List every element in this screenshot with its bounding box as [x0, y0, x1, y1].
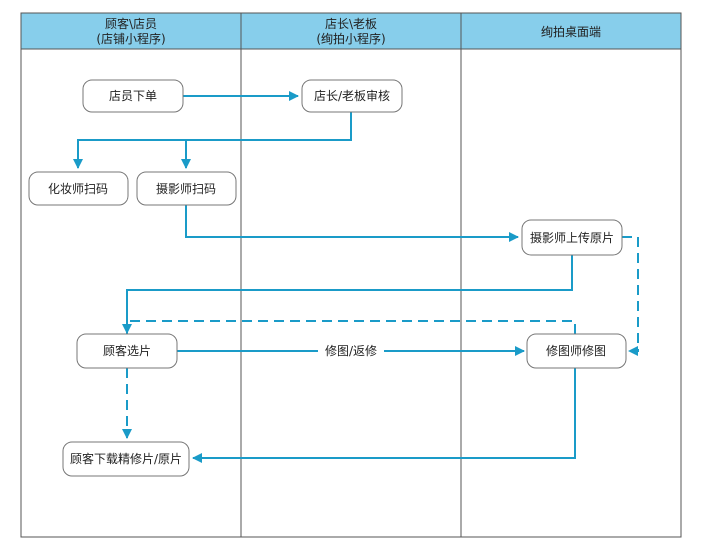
lane-header-bar — [21, 13, 681, 49]
node-makeup-scan-box — [28, 171, 129, 206]
node-order-box — [82, 79, 184, 113]
node-select: 顾客选片 — [103, 343, 151, 358]
node-download-box — [62, 441, 190, 477]
edge-label-bg — [318, 342, 384, 360]
edge-label-retouch: 修图/返修 — [325, 343, 377, 358]
node-retouch: 修图师修图 — [546, 343, 606, 358]
node-select-box — [76, 333, 178, 369]
node-photographer-scan-box — [136, 171, 237, 206]
edge-photographer-to-upload — [185, 205, 519, 242]
node-photographer-scan: 摄影师扫码 — [156, 181, 216, 196]
edge-upload-to-select — [122, 255, 573, 334]
lane-2-title: 店长\老板 — [325, 17, 377, 31]
node-makeup-scan: 化妆师扫码 — [48, 182, 108, 196]
edge-upload-to-retouch-dashed — [622, 236, 639, 356]
edge-retouch-to-select-dashed — [126, 320, 576, 334]
swimlane-frame — [20, 12, 682, 538]
node-download: 顾客下载精修片/原片 — [70, 451, 182, 466]
node-order: 店员下单 — [109, 89, 157, 103]
node-review: 店长/老板审核 — [314, 88, 390, 103]
node-upload-box — [521, 219, 623, 256]
node-upload: 摄影师上传原片 — [530, 230, 614, 245]
edge-review-to-makeup — [73, 112, 352, 169]
node-retouch-box — [526, 333, 627, 369]
edge-retouch-to-download — [192, 368, 576, 463]
lane-3-title: 绚拍桌面端 — [541, 24, 601, 39]
node-review-box — [301, 79, 403, 113]
lane-1-title: 顾客\店员 — [105, 16, 157, 31]
lane-1-subtitle: (店铺小程序) — [96, 31, 165, 46]
lane-2-subtitle: (绚拍小程序) — [316, 31, 385, 46]
